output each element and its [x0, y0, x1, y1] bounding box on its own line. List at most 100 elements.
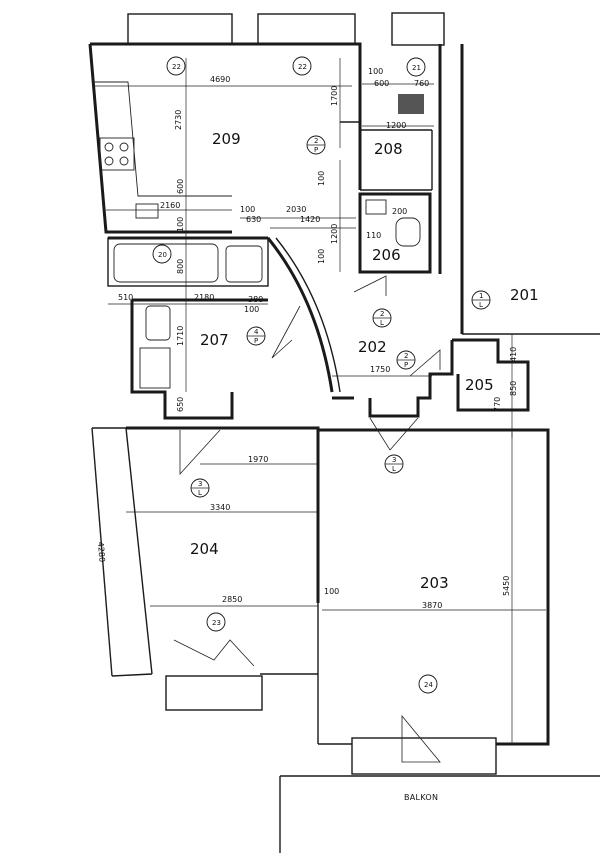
- dim-label-100h: 100: [324, 587, 339, 596]
- dim-label-760: 760: [414, 79, 429, 88]
- wall-20-box: [107, 237, 269, 287]
- wall-203: [318, 428, 550, 746]
- tag-label-24: 24: [424, 681, 433, 689]
- tag-label-20: 20: [158, 251, 167, 259]
- curved-wall: [266, 237, 334, 393]
- room-label-205: 205: [465, 376, 494, 394]
- window-top-left: [127, 13, 233, 45]
- dim-label-1420: 1420: [300, 215, 320, 224]
- washbasin: [365, 199, 387, 215]
- tag-label-1L-top: 1: [479, 292, 483, 300]
- dim-label-100c: 100: [240, 205, 255, 214]
- wall-204-top-right: [126, 426, 320, 603]
- dim-label-100e: 100: [317, 249, 326, 264]
- counter: [92, 81, 232, 197]
- stove-burner: [104, 142, 114, 152]
- balkon-label: BALKON: [404, 793, 438, 802]
- dim-label-100b: 100: [317, 171, 326, 186]
- dim-label-1750: 1750: [370, 365, 390, 374]
- tag-circle-20: [152, 244, 172, 264]
- room-label-207: 207: [200, 331, 229, 349]
- dim-label-200: 200: [392, 207, 407, 216]
- dim-line-4280: [91, 427, 113, 677]
- cabinet: [225, 245, 263, 283]
- dimension-lines: [91, 58, 546, 744]
- reference-tags: 22 22 21 2 P 20 1 L 2 L 4 P 2 P 3 L 3: [152, 56, 491, 694]
- tag-circle-24: [418, 674, 438, 694]
- dim-label-1700: 1700: [330, 86, 339, 106]
- dim-label-110: 110: [366, 231, 381, 240]
- dim-label-630: 630: [246, 215, 261, 224]
- stove: [99, 137, 135, 171]
- door-swing-202: [353, 275, 387, 296]
- dim-label-770: 770: [493, 397, 502, 412]
- dim-label-2730: 2730: [174, 110, 183, 130]
- dim-label-2180: 2180: [194, 293, 214, 302]
- window-top-right: [257, 13, 356, 45]
- tag-circle-22a: [166, 56, 186, 76]
- dim-label-2030: 2030: [286, 205, 306, 214]
- door-swing-204: [179, 429, 221, 476]
- wall-204-bottom-left: [111, 673, 153, 677]
- dim-label-4690: 4690: [210, 75, 230, 84]
- wall-206: [358, 192, 432, 274]
- tag-label-3L-a-bottom: L: [198, 489, 202, 497]
- wall-207-left: [130, 300, 234, 420]
- toilet: [145, 305, 171, 341]
- dim-label-3870: 3870: [422, 601, 442, 610]
- tag-label-2L-top: 2: [380, 310, 384, 318]
- dim-label-1200b: 1200: [330, 224, 339, 244]
- balcony-203-box: [351, 737, 497, 775]
- shelf: [139, 347, 171, 389]
- dim-label-410: 410: [509, 347, 518, 362]
- room-labels: 209 208 206 207 202 201 205 204 203: [190, 130, 539, 592]
- wall-209-left: [88, 43, 232, 234]
- stove-burner: [119, 142, 129, 152]
- dim-label-1710: 1710: [176, 326, 185, 346]
- tag-circle-23: [206, 612, 226, 632]
- room-label-202: 202: [358, 338, 387, 356]
- balcony-204-box: [165, 675, 263, 711]
- tag-label-22b: 22: [298, 63, 307, 71]
- room-label-209: 209: [212, 130, 241, 148]
- tag-label-2P-a-bottom: P: [314, 146, 318, 154]
- dim-label-600b: 600: [176, 179, 185, 194]
- wall-202-bottom: [368, 340, 454, 418]
- door-swing-202b: [409, 349, 441, 377]
- tag-label-2P-b-top: 2: [404, 352, 408, 360]
- dim-label-3340: 3340: [210, 503, 230, 512]
- tag-label-3L-b-top: 3: [392, 456, 396, 464]
- tag-label-3L-b-bottom: L: [392, 465, 396, 473]
- window-top-21: [391, 12, 445, 46]
- room-label-208: 208: [374, 140, 403, 158]
- tag-circle-21: [406, 57, 426, 77]
- tag-label-21: 21: [412, 64, 421, 72]
- sink: [135, 203, 159, 219]
- dim-label-1200a: 1200: [386, 121, 406, 130]
- dim-label-600a: 600: [374, 79, 389, 88]
- wall-205: [452, 338, 530, 412]
- tag-label-23: 23: [212, 619, 221, 627]
- curved-wall-inner: [275, 237, 341, 393]
- tag-label-22a: 22: [172, 63, 181, 71]
- tag-label-4P-bottom: P: [254, 337, 258, 345]
- wc: [395, 217, 421, 247]
- bathtub: [113, 243, 219, 283]
- stove-burner: [104, 156, 114, 166]
- tag-label-1L-bottom: L: [479, 301, 483, 309]
- dimension-labels: 4690 2730 1700 100 600 760 1200 100 600 …: [96, 67, 518, 610]
- room-label-206: 206: [372, 246, 401, 264]
- tag-label-2P-b-bottom: P: [404, 361, 408, 369]
- stove-burner: [119, 156, 129, 166]
- dim-label-510: 510: [118, 293, 133, 302]
- fixtures: [92, 81, 441, 763]
- room-label-201: 201: [510, 286, 539, 304]
- door-swing-203: [369, 417, 419, 451]
- tag-label-3L-a-top: 3: [198, 480, 202, 488]
- dim-label-1970: 1970: [248, 455, 268, 464]
- tag-label-2L-bottom: L: [380, 319, 384, 327]
- dim-label-100d: 100: [176, 217, 185, 232]
- tag-label-2P-a-top: 2: [314, 137, 318, 145]
